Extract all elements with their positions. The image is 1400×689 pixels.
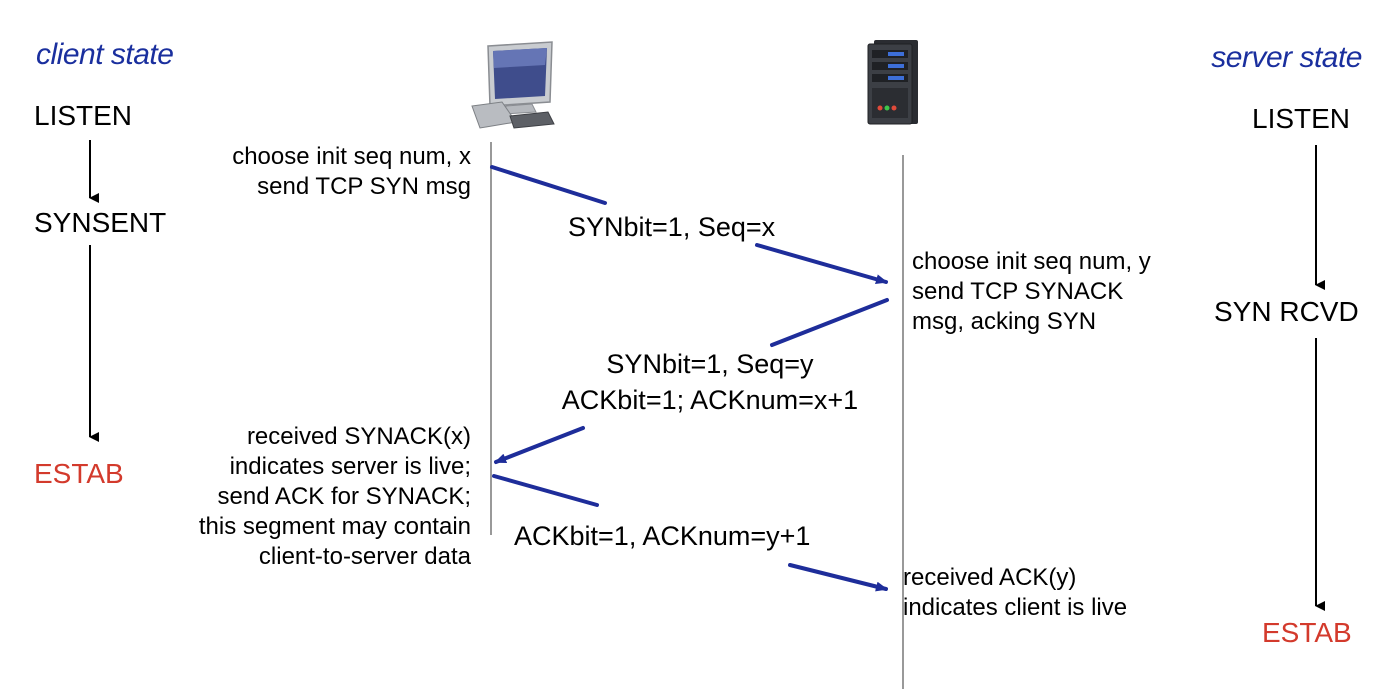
synack-arrow-end [494, 426, 585, 464]
client-step3-line5: client-to-server data [258, 543, 471, 570]
desktop-computer-icon [471, 41, 555, 129]
server-step4-line1: received ACK(y) [903, 564, 1077, 591]
syn-arrow-end [755, 243, 888, 285]
server-step4-note: received ACK(y) indicates client is live [903, 563, 1127, 623]
client-step3-line3: send ACK for SYNACK; [217, 483, 471, 510]
client-state-synsent: SYNSENT [34, 207, 167, 238]
client-step3-line1: received SYNACK(x) [246, 423, 471, 450]
server-state-heading: server state [1211, 41, 1362, 74]
ack-message-label: ACKbit=1, ACKnum=y+1 [514, 521, 811, 551]
client-step3-line2: indicates server is live; [229, 453, 471, 480]
synack-message-label: SYNbit=1, Seq=y ACKbit=1; ACKnum=x+1 [520, 346, 900, 418]
syn-message-label: SYNbit=1, Seq=x [568, 212, 776, 242]
server-step2-line3: msg, acking SYN [912, 308, 1097, 335]
client-step3-line4: this segment may contain [198, 513, 471, 540]
client-state-estab: ESTAB [34, 458, 124, 489]
synack-message-line1: SYNbit=1, Seq=y [606, 349, 814, 379]
server-state-listen: LISTEN [1252, 103, 1351, 134]
server-step2-line2: send TCP SYNACK [912, 278, 1124, 305]
server-state-synrcvd: SYN RCVD [1214, 296, 1359, 327]
synack-message-line2: ACKbit=1; ACKnum=x+1 [561, 385, 859, 415]
client-step1-note: choose init seq num, x send TCP SYN msg [232, 142, 471, 202]
server-rack-icon [867, 40, 918, 125]
synack-arrow-start [770, 298, 889, 347]
client-step3-note: received SYNACK(x) indicates server is l… [199, 422, 471, 572]
client-state-heading: client state [36, 38, 174, 71]
server-step2-line1: choose init seq num, y [912, 248, 1151, 275]
client-state-listen: LISTEN [34, 100, 133, 131]
syn-arrow-start [490, 165, 607, 205]
client-step1-line2: send TCP SYN msg [257, 173, 471, 200]
ack-arrow-end [788, 563, 888, 592]
server-state-estab: ESTAB [1262, 617, 1352, 648]
client-step1-line1: choose init seq num, x [232, 143, 471, 170]
server-step2-note: choose init seq num, y send TCP SYNACK m… [912, 247, 1151, 337]
ack-arrow-start [492, 474, 599, 507]
server-step4-line2: indicates client is live [903, 594, 1128, 621]
